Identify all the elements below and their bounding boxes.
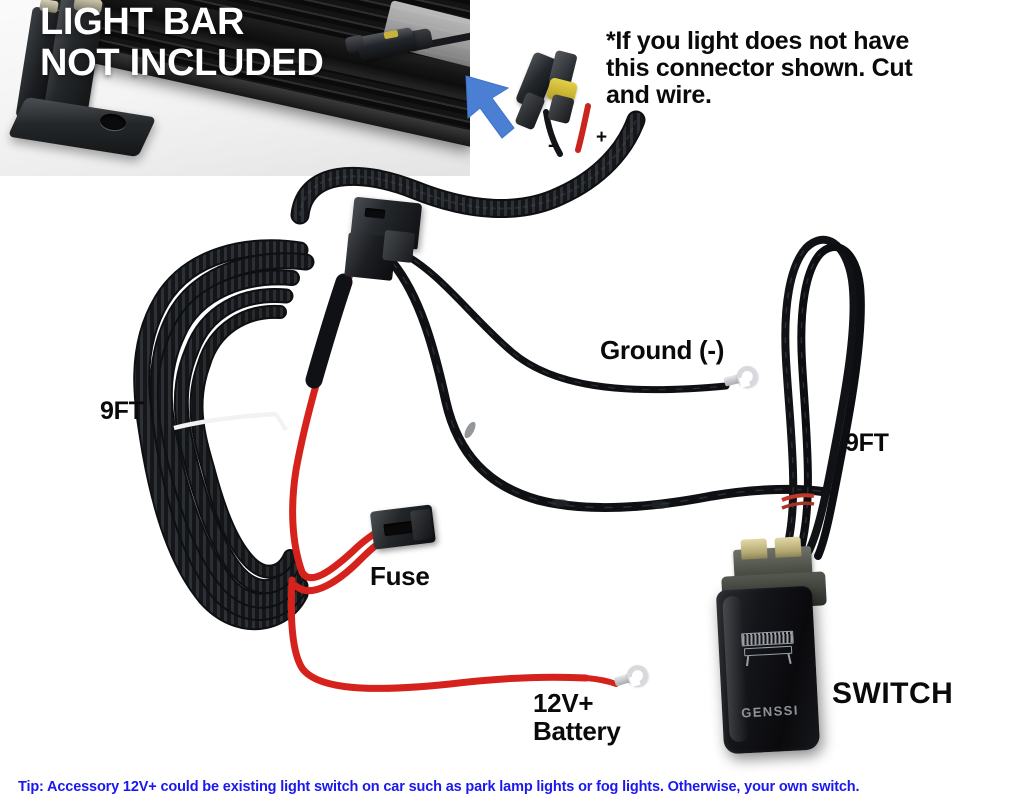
switch-wires [781,235,865,560]
main-black-wire [387,257,831,512]
note-line-3: and wire. [606,81,712,109]
battery-label: 12V+Battery [533,689,621,745]
relay-latch-notch [364,207,386,219]
polarity-negative-label: - [548,135,555,156]
relay-connector-block [344,196,426,287]
zip-tie-white [173,411,288,432]
blue-arrow-icon [462,70,540,148]
connector-lead-wires [543,103,591,157]
tip-text: Tip: Accessory 12V+ could be existing li… [18,779,860,795]
loom-coil-left [133,239,315,631]
harness-sheath [305,273,353,389]
note-line-1: *If you light does not have [606,27,910,55]
switch-terminal-2 [774,536,802,558]
ground-wire [396,248,730,394]
light-bar-label-line1: LIGHT BAR [40,1,245,43]
yellow-connector-body [547,93,575,125]
ground-label: Ground (-) [600,335,725,365]
light-bar-icon-leg-left [746,655,750,667]
switch-label: SWITCH [832,677,954,710]
length-label-left: 9FT [100,397,144,425]
fuse-holder [369,504,436,551]
switch-terminal-1 [740,538,768,560]
battery-label-line2: Battery [533,716,621,747]
fuse-holder-cap [409,508,434,541]
loom-to-light-connector [290,110,646,225]
light-bar-photo [0,0,470,176]
light-bar-icon-lamps [741,630,794,647]
light-bar-icon [741,630,795,668]
light-bar-icon-base [743,645,793,657]
rocker-switch[interactable]: GENSSI [712,536,832,760]
wire-sheath-marks [464,421,669,509]
battery-label-line1: 12V+ [533,688,594,718]
note-line-2: this connector shown. Cut [606,54,913,82]
red-power-wires [287,264,619,692]
zip-tie-red [781,493,815,510]
relay-socket-side [382,229,416,263]
light-bar-label-line2: NOT INCLUDED [40,42,324,85]
length-label-right: 9FT [845,429,889,457]
fuse-label: Fuse [370,561,430,591]
light-bar-icon-leg-right [787,653,792,664]
polarity-positive-label: + [596,127,607,148]
